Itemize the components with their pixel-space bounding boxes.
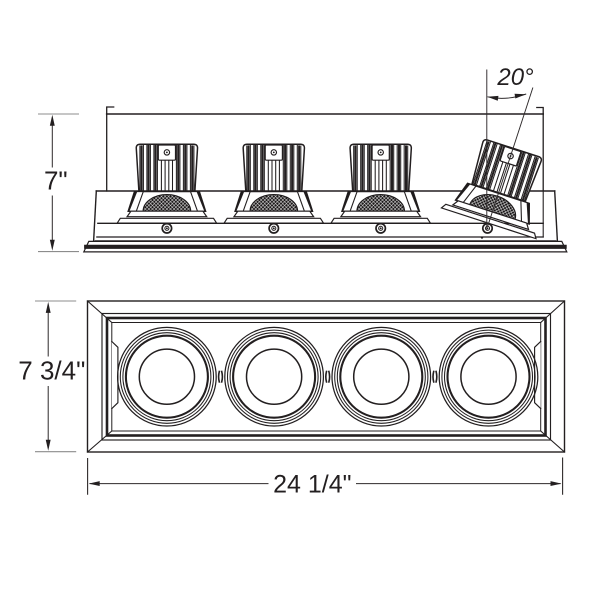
arrow-down-icon [45,439,51,451]
side-view: 20° 7" [38,64,568,253]
led-module-2 [223,143,325,225]
spring-tab-left [110,340,119,410]
trim-flange-side [82,240,568,253]
ring-junction-3 [432,370,438,383]
trim-height-dimension: 7 3/4" [18,300,85,453]
arrow-left-icon [88,481,100,487]
pivot-dot [480,236,484,239]
rail-screw-2-icon [268,222,280,234]
rail-screw-1-icon [161,222,173,234]
trim-width-label: 24 1/4" [273,471,351,499]
bottom-view: 7 3/4" 24 1/4" [18,300,566,499]
rail-screw-3-icon [375,222,387,234]
trim-ring-4 [438,326,539,428]
housing-height-label: 7" [44,166,68,196]
height-dimension: 7" [38,113,79,253]
angle-dimension: 20° [486,64,534,231]
trim-ring-1 [116,326,218,428]
ring-junction-1 [217,370,224,383]
trim-ring-2 [223,326,325,428]
trim-width-dimension: 24 1/4" [87,457,564,499]
rail-screw-4-icon [481,222,494,234]
led-module-1 [116,143,218,225]
led-module-3 [330,143,432,225]
frame-miters [86,300,566,453]
arc-arrow-left-icon [486,94,499,101]
arrow-right-icon [550,481,562,487]
trim-frame [86,300,566,453]
arrow-down-icon [49,239,55,251]
arc-arrow-right-icon [514,91,527,99]
arrow-up-icon [49,114,55,126]
ring-junction-2 [325,370,331,383]
trim-ring-3 [330,326,432,428]
trim-height-label: 7 3/4" [18,356,85,386]
tilt-angle-label: 20° [496,64,534,91]
arrow-up-icon [45,301,51,313]
